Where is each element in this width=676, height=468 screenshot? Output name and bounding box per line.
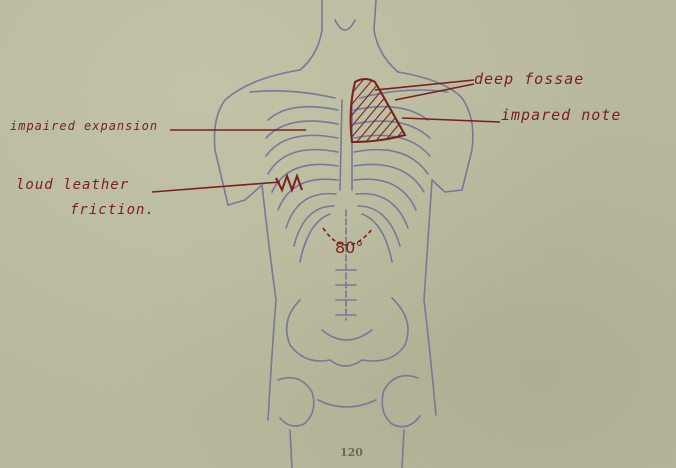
leader-deep-fossae-1 [375, 80, 474, 90]
right-arm-inner [432, 180, 462, 192]
left-hip [278, 378, 314, 426]
label-impaired-note: impared note [501, 106, 621, 124]
neck-outline-right [374, 0, 398, 72]
left-flank [262, 185, 276, 420]
right-flank [424, 180, 436, 415]
label-impaired-expansion: impaired expansion [10, 119, 158, 133]
neck-outline [300, 0, 322, 70]
angle-label: 80° [335, 238, 363, 257]
pelvis [287, 298, 408, 366]
friction-mark [276, 176, 302, 190]
left-clavicle [250, 91, 335, 98]
label-deep-fossae: deep fossae [474, 70, 584, 88]
page-number: 120 [340, 446, 363, 459]
left-shoulder [214, 70, 300, 205]
label-friction: friction. [70, 202, 155, 218]
trachea [335, 20, 355, 30]
label-loud-leather: loud leather [16, 177, 129, 193]
right-hip [382, 376, 420, 427]
leader-impaired-note [402, 118, 500, 122]
left-arm-inner [228, 185, 262, 205]
